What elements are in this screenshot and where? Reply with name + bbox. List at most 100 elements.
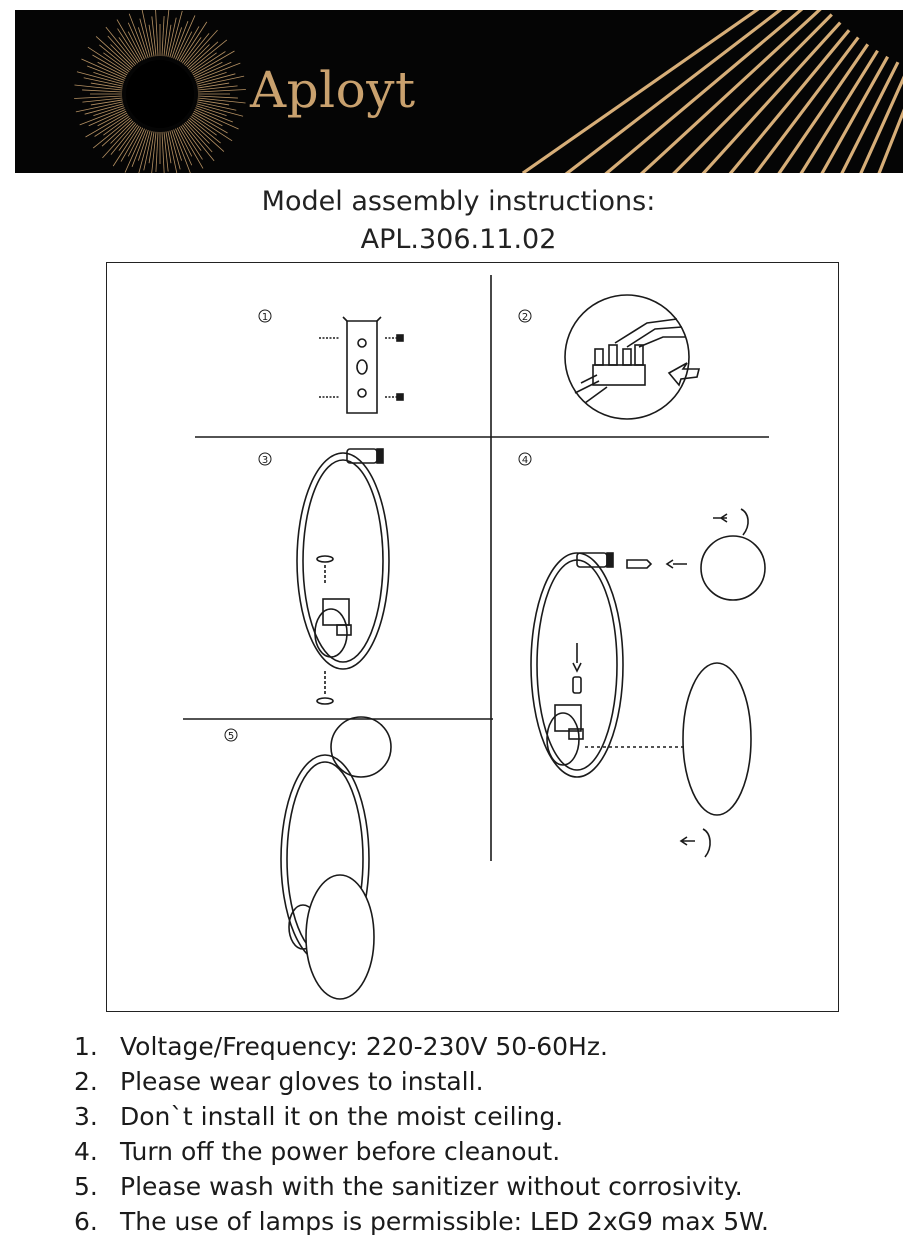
sun-ray xyxy=(110,44,134,68)
sun-ray xyxy=(187,119,225,152)
sun-ray xyxy=(75,101,123,113)
sun-ray xyxy=(88,109,126,127)
sun-ray xyxy=(196,105,227,117)
sun-ray xyxy=(124,128,145,173)
sun-ray xyxy=(185,121,213,153)
banner-ray xyxy=(877,108,903,173)
sun-ray xyxy=(83,77,123,87)
sun-ray xyxy=(82,97,123,103)
sun-ray xyxy=(190,52,217,72)
sun-ray xyxy=(186,44,210,68)
sun-ray xyxy=(193,61,223,78)
sun-ray xyxy=(110,123,137,155)
sun-ray xyxy=(180,21,208,63)
sun-ray xyxy=(171,130,183,161)
sun-ray xyxy=(169,10,183,58)
sun-ray xyxy=(183,123,215,162)
sun-ray xyxy=(127,31,144,61)
sun-ray xyxy=(97,61,127,78)
sun-ray xyxy=(197,101,237,111)
sun-ray xyxy=(165,131,172,164)
sun-ray xyxy=(148,131,155,164)
sun-ray xyxy=(176,127,193,157)
step-number-1: 1 xyxy=(258,309,272,323)
banner-ray xyxy=(604,10,804,173)
sun-ray xyxy=(175,128,193,166)
sun-ray xyxy=(191,51,226,74)
sun-ray xyxy=(103,52,130,72)
sun-ray xyxy=(148,24,155,57)
sun-ray xyxy=(82,89,123,93)
sun-ray xyxy=(161,16,165,57)
sun-ray xyxy=(92,117,131,149)
sun-circle xyxy=(126,60,194,128)
sun-ray xyxy=(93,71,124,83)
sunburst-decoration xyxy=(74,10,903,173)
sun-ray xyxy=(178,126,204,169)
svg-text:3: 3 xyxy=(262,455,268,466)
sun-ray xyxy=(112,125,140,167)
sun-ray xyxy=(183,33,210,65)
step-number-3: 3 xyxy=(258,452,272,466)
sun-ray xyxy=(197,99,230,106)
sun-ray xyxy=(189,39,228,71)
sun-ray xyxy=(87,65,125,81)
sun-ray xyxy=(107,35,135,67)
sun-ray xyxy=(182,124,202,151)
wire-connection-illustration xyxy=(564,294,701,420)
lamp-frame-illustration xyxy=(296,448,390,705)
sun-ray xyxy=(176,31,193,61)
sun-ray xyxy=(167,17,177,57)
sun-ray xyxy=(74,95,123,99)
sun-ray xyxy=(190,116,217,136)
brand-banner: Aployt xyxy=(15,10,903,173)
banner-ray xyxy=(564,10,783,173)
sun-ray xyxy=(99,44,131,71)
sun-ray xyxy=(167,131,178,173)
sun-ray xyxy=(127,22,145,60)
sun-ray xyxy=(103,116,130,136)
step-number-5: 5 xyxy=(224,728,238,742)
banner-ray xyxy=(799,49,879,173)
mounting-bracket-illustration xyxy=(319,316,404,414)
sun-ray xyxy=(116,19,142,62)
sun-ray xyxy=(197,97,246,104)
sun-ray xyxy=(118,124,138,151)
sun-ray xyxy=(192,50,235,76)
sun-ray xyxy=(141,10,153,57)
sun-ray xyxy=(102,121,135,159)
sun-ray xyxy=(197,89,246,93)
banner-ray xyxy=(672,13,833,173)
assembled-lamp-illustration xyxy=(280,716,392,1000)
sun-ray xyxy=(197,75,245,87)
sun-ray xyxy=(195,62,241,81)
banner-ray xyxy=(701,21,842,173)
sun-ray xyxy=(95,36,133,69)
bulb-and-shade-illustration xyxy=(530,508,766,858)
banner-ray xyxy=(728,29,851,173)
sun-ray xyxy=(155,10,159,57)
sun-ray xyxy=(192,112,228,134)
sun-ray xyxy=(173,129,191,173)
sun-ray xyxy=(165,24,172,57)
sun-ray xyxy=(110,120,134,144)
banner-ray xyxy=(820,55,890,173)
sun-ray xyxy=(194,61,232,79)
sun-ray xyxy=(93,105,124,117)
sun-ray xyxy=(81,58,126,79)
sun-ray xyxy=(163,10,170,57)
sun-ray xyxy=(97,110,127,127)
sun-ray xyxy=(90,82,123,89)
model-number: APL.306.11.02 xyxy=(360,224,557,255)
sun-ray xyxy=(173,21,189,59)
sun-ray xyxy=(178,26,200,62)
sun-ray xyxy=(137,27,149,58)
sun-ray xyxy=(161,131,165,173)
sun-ray xyxy=(84,103,124,115)
sun-ray xyxy=(196,73,236,85)
sun-ray xyxy=(131,129,147,167)
sun-ray xyxy=(171,27,183,58)
svg-text:4: 4 xyxy=(522,455,528,466)
svg-text:5: 5 xyxy=(228,731,234,742)
svg-text:1: 1 xyxy=(262,312,268,323)
